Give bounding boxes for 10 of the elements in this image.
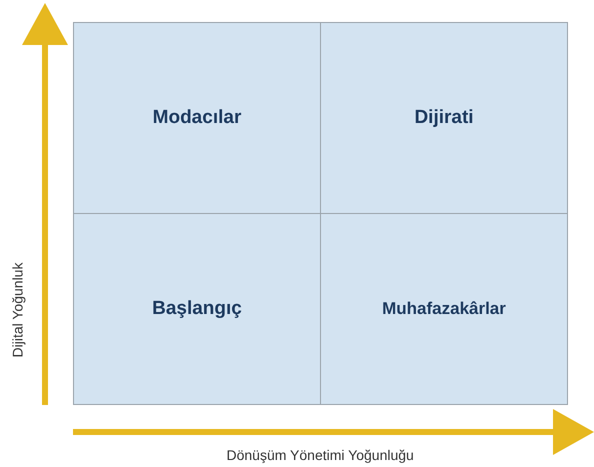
quadrant-label: Dijirati: [414, 107, 474, 129]
quadrant-label: Başlangıç: [152, 298, 242, 320]
axis-label: Dönüşüm Yönetimi Yoğunluğu: [226, 447, 414, 463]
quadrant-box: [73, 213, 321, 405]
quadrant-box: [73, 22, 321, 214]
axis-label: Dijital Yoğunluk: [8, 262, 25, 358]
quadrant-label: Muhafazakârlar: [382, 299, 506, 319]
quadrant-box: [320, 213, 568, 405]
quadrant-box: [320, 22, 568, 214]
quadrant-label: Modacılar: [152, 107, 242, 129]
